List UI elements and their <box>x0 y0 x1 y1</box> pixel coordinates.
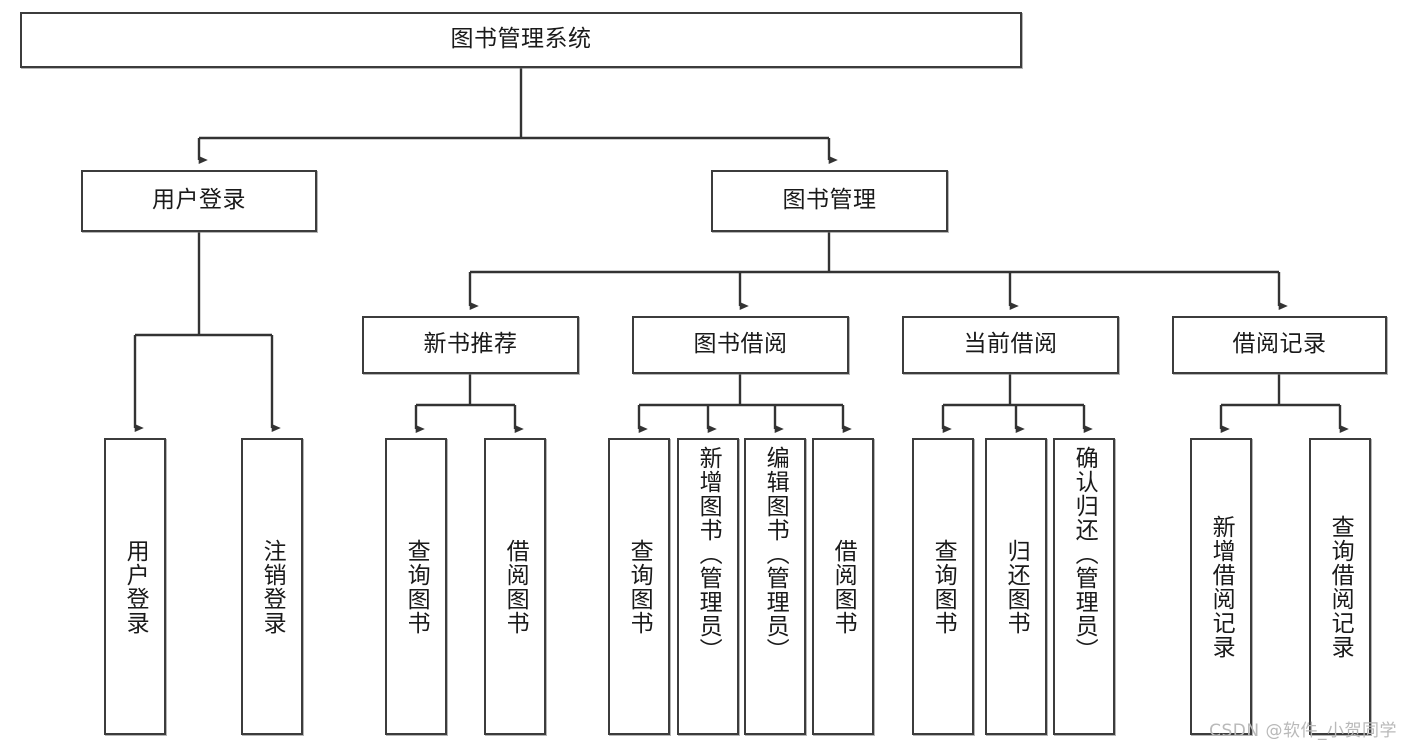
leaf-query-book-bb[interactable]: 查询图书 <box>608 438 670 735</box>
node-root[interactable]: 图书管理系统 <box>20 12 1022 68</box>
leaf-confirm-return-label: 确认归还（管理员） <box>1071 446 1098 662</box>
node-root-label: 图书管理系统 <box>450 26 592 53</box>
leaf-query-book-cb[interactable]: 查询图书 <box>912 438 974 735</box>
leaf-edit-book[interactable]: 编辑图书（管理员） <box>744 438 806 735</box>
leaf-user-login[interactable]: 用户登录 <box>104 438 166 735</box>
leaf-query-book-cb-label: 查询图书 <box>930 538 957 635</box>
leaf-add-book[interactable]: 新增图书（管理员） <box>677 438 739 735</box>
leaf-add-book-label: 新增图书（管理员） <box>695 446 722 662</box>
leaf-query-book-nbr-label: 查询图书 <box>403 538 430 635</box>
node-book-borrow-label: 图书借阅 <box>693 331 788 358</box>
leaf-return-book-label: 归还图书 <box>1003 538 1030 635</box>
node-new-book-recommend-label: 新书推荐 <box>423 331 518 358</box>
node-user-login-label: 用户登录 <box>152 187 246 214</box>
leaf-query-book-nbr[interactable]: 查询图书 <box>385 438 447 735</box>
leaf-borrow-book-bb-label: 借阅图书 <box>830 538 857 635</box>
node-current-borrow-label: 当前借阅 <box>963 331 1058 358</box>
leaf-return-book[interactable]: 归还图书 <box>985 438 1047 735</box>
leaf-edit-book-label: 编辑图书（管理员） <box>762 446 789 662</box>
leaf-borrow-book-nbr-label: 借阅图书 <box>502 538 529 635</box>
node-book-manage-label: 图书管理 <box>782 187 877 214</box>
leaf-add-record[interactable]: 新增借阅记录 <box>1190 438 1252 735</box>
leaf-borrow-book-bb[interactable]: 借阅图书 <box>812 438 874 735</box>
node-current-borrow[interactable]: 当前借阅 <box>902 316 1119 374</box>
node-book-borrow[interactable]: 图书借阅 <box>632 316 849 374</box>
leaf-query-record-label: 查询借阅记录 <box>1327 514 1354 659</box>
node-book-manage[interactable]: 图书管理 <box>711 170 948 232</box>
leaf-query-book-bb-label: 查询图书 <box>626 538 653 635</box>
node-borrow-record[interactable]: 借阅记录 <box>1172 316 1387 374</box>
leaf-borrow-book-nbr[interactable]: 借阅图书 <box>484 438 546 735</box>
leaf-user-login-label: 用户登录 <box>122 538 149 635</box>
csdn-watermark: CSDN @软件_小贺同学 <box>1209 721 1397 741</box>
leaf-confirm-return[interactable]: 确认归还（管理员） <box>1053 438 1115 735</box>
leaf-query-record[interactable]: 查询借阅记录 <box>1309 438 1371 735</box>
leaf-user-logout[interactable]: 注销登录 <box>241 438 303 735</box>
node-new-book-recommend[interactable]: 新书推荐 <box>362 316 579 374</box>
node-borrow-record-label: 借阅记录 <box>1232 331 1327 358</box>
leaf-user-logout-label: 注销登录 <box>259 538 286 635</box>
leaf-add-record-label: 新增借阅记录 <box>1208 514 1235 659</box>
node-user-login[interactable]: 用户登录 <box>81 170 317 232</box>
